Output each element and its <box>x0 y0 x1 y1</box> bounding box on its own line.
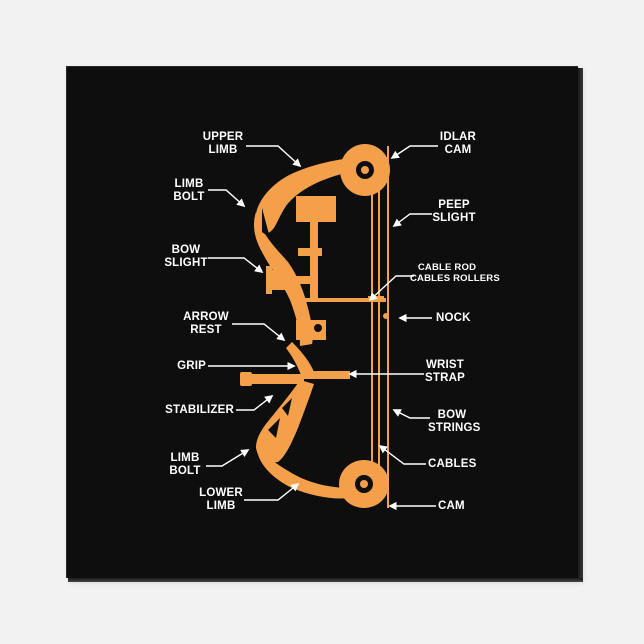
leader-lines <box>206 145 438 511</box>
leader-stabilizer <box>236 394 274 411</box>
leader-cables <box>378 444 426 465</box>
leader-arrow-rest <box>232 323 286 342</box>
label-limb-bolt-top: LIMB BOLT <box>173 178 205 203</box>
leader-limb-bolt-bottom <box>206 449 250 467</box>
label-arrow-rest: ARROW REST <box>183 311 229 336</box>
label-idlar-cam: IDLAR CAM <box>439 131 477 156</box>
leader-idlar-cam <box>390 145 438 159</box>
leader-upper-limb <box>246 145 302 168</box>
label-upper-limb: UPPER LIMB <box>202 131 244 156</box>
lower-cam <box>339 460 389 508</box>
leader-peep-slight <box>392 213 432 228</box>
label-cam: CAM <box>438 500 465 512</box>
stabilizer <box>244 374 304 384</box>
compound-bow-silhouette <box>240 144 390 508</box>
cable-2 <box>371 194 373 462</box>
label-bow-slight: BOW SLIGHT <box>164 244 208 269</box>
label-wrist-strap: WRIST STRAP <box>425 359 465 384</box>
label-bow-strings: BOW STRINGS <box>428 409 481 434</box>
lower-limb <box>256 446 350 499</box>
leader-bow-slight <box>208 257 264 274</box>
leader-cable-rod <box>368 275 414 302</box>
label-limb-bolt-bottom: LIMB BOLT <box>169 452 201 477</box>
canvas-bottom-edge <box>68 578 583 582</box>
label-peep-slight: PEEP SLIGHT <box>432 199 476 224</box>
label-cables: CABLES <box>428 458 477 470</box>
label-grip: GRIP <box>177 360 206 372</box>
grip <box>286 342 314 378</box>
label-nock: NOCK <box>436 312 471 324</box>
arrow-shaft <box>298 298 386 302</box>
upper-cam <box>340 144 390 196</box>
label-cable-rod: CABLE ROD CABLES ROLLERS <box>410 262 500 284</box>
label-lower-limb: LOWER LIMB <box>199 487 243 512</box>
leader-bow-strings <box>392 409 430 419</box>
upper-limb <box>255 158 352 234</box>
leader-lower-limb <box>244 482 300 501</box>
leader-limb-bolt-top <box>208 189 246 208</box>
canvas-side-edge <box>578 68 583 580</box>
cable-1 <box>378 175 380 480</box>
label-stabilizer: STABILIZER <box>165 404 234 416</box>
sight-housing <box>296 196 336 222</box>
lower-riser <box>256 380 314 463</box>
